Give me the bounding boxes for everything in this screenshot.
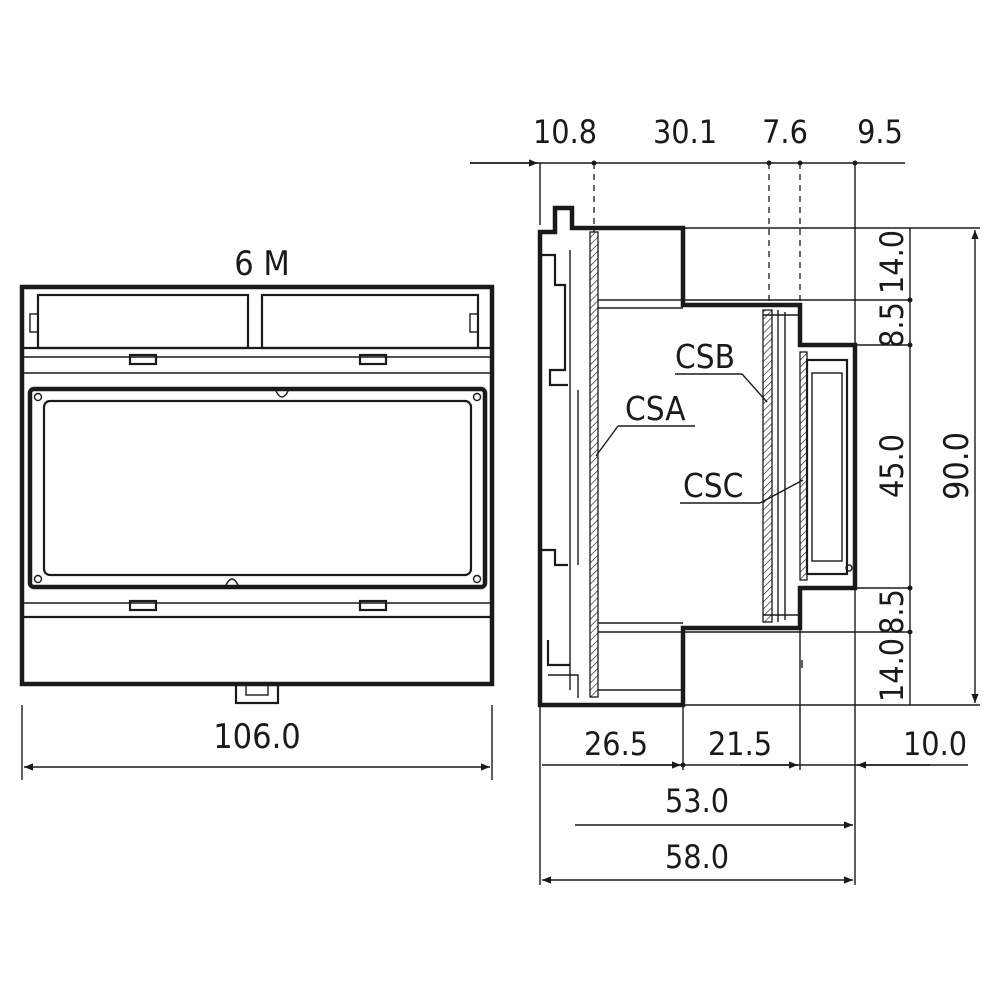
front-top-right-slot bbox=[358, 353, 388, 366]
front-window-screw bbox=[33, 392, 43, 402]
front-view: 6 M 106.0 bbox=[19, 244, 495, 780]
side-overall-height-label: 90.0 bbox=[937, 432, 977, 500]
csa-wall bbox=[589, 231, 599, 698]
callout-csb: CSB bbox=[675, 337, 735, 376]
front-view-title: 6 M bbox=[234, 244, 290, 284]
side-right-dim-5: 14.0 bbox=[873, 638, 911, 702]
front-top-left-panel bbox=[36, 293, 250, 350]
side-view: 10.8 30.1 7.6 9.5 bbox=[470, 113, 980, 885]
side-right-dim-2: 8.5 bbox=[873, 302, 911, 348]
callout-csc: CSC bbox=[683, 466, 743, 505]
front-window-screw bbox=[472, 392, 482, 402]
side-bottom-dim-2: 21.5 bbox=[708, 725, 772, 763]
side-bottom-dim-5: 58.0 bbox=[665, 838, 729, 876]
side-right-dim-4: 8.5 bbox=[873, 589, 911, 635]
side-bottom-dim-3: 10.0 bbox=[903, 725, 967, 763]
csb-wall bbox=[762, 309, 773, 623]
front-top-right-panel bbox=[260, 293, 480, 350]
front-top-left-slot bbox=[128, 353, 158, 366]
side-bottom-dim-4: 53.0 bbox=[665, 782, 729, 820]
side-right-dim-3: 45.0 bbox=[873, 434, 911, 498]
side-top-dim-3: 7.6 bbox=[762, 113, 808, 151]
side-bottom-dim-1: 26.5 bbox=[584, 725, 648, 763]
front-window-screw bbox=[472, 574, 482, 584]
side-top-dim-2: 30.1 bbox=[653, 113, 717, 151]
front-din-clip bbox=[234, 684, 280, 705]
front-housing-outline bbox=[19, 284, 495, 687]
side-top-dim-4: 9.5 bbox=[857, 113, 903, 151]
front-window-frame bbox=[27, 386, 488, 590]
front-window-inner bbox=[42, 399, 473, 577]
front-bottom-left-slot bbox=[128, 599, 158, 612]
side-top-dim-1: 10.8 bbox=[533, 113, 597, 151]
side-housing-profile bbox=[537, 205, 858, 708]
front-bottom-right-slot bbox=[358, 599, 388, 612]
front-width-label: 106.0 bbox=[213, 717, 301, 757]
front-window-screw bbox=[33, 574, 43, 584]
callout-csa: CSA bbox=[625, 389, 686, 428]
side-right-dim-1: 14.0 bbox=[873, 230, 911, 294]
